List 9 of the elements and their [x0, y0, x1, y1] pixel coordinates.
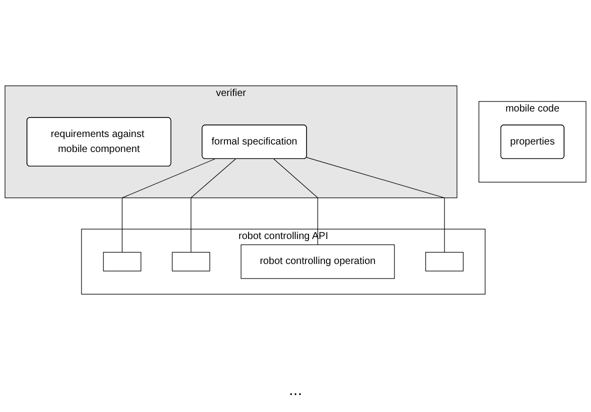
node-box: [103, 252, 142, 272]
connector: [273, 158, 318, 246]
node-box: [425, 252, 464, 272]
connector: [306, 157, 445, 253]
connector: [122, 158, 216, 253]
ellipsis-text: ...: [288, 382, 302, 399]
node-box: robot controlling operation: [240, 244, 395, 279]
node-box: [172, 252, 210, 272]
connector: [190, 158, 236, 253]
